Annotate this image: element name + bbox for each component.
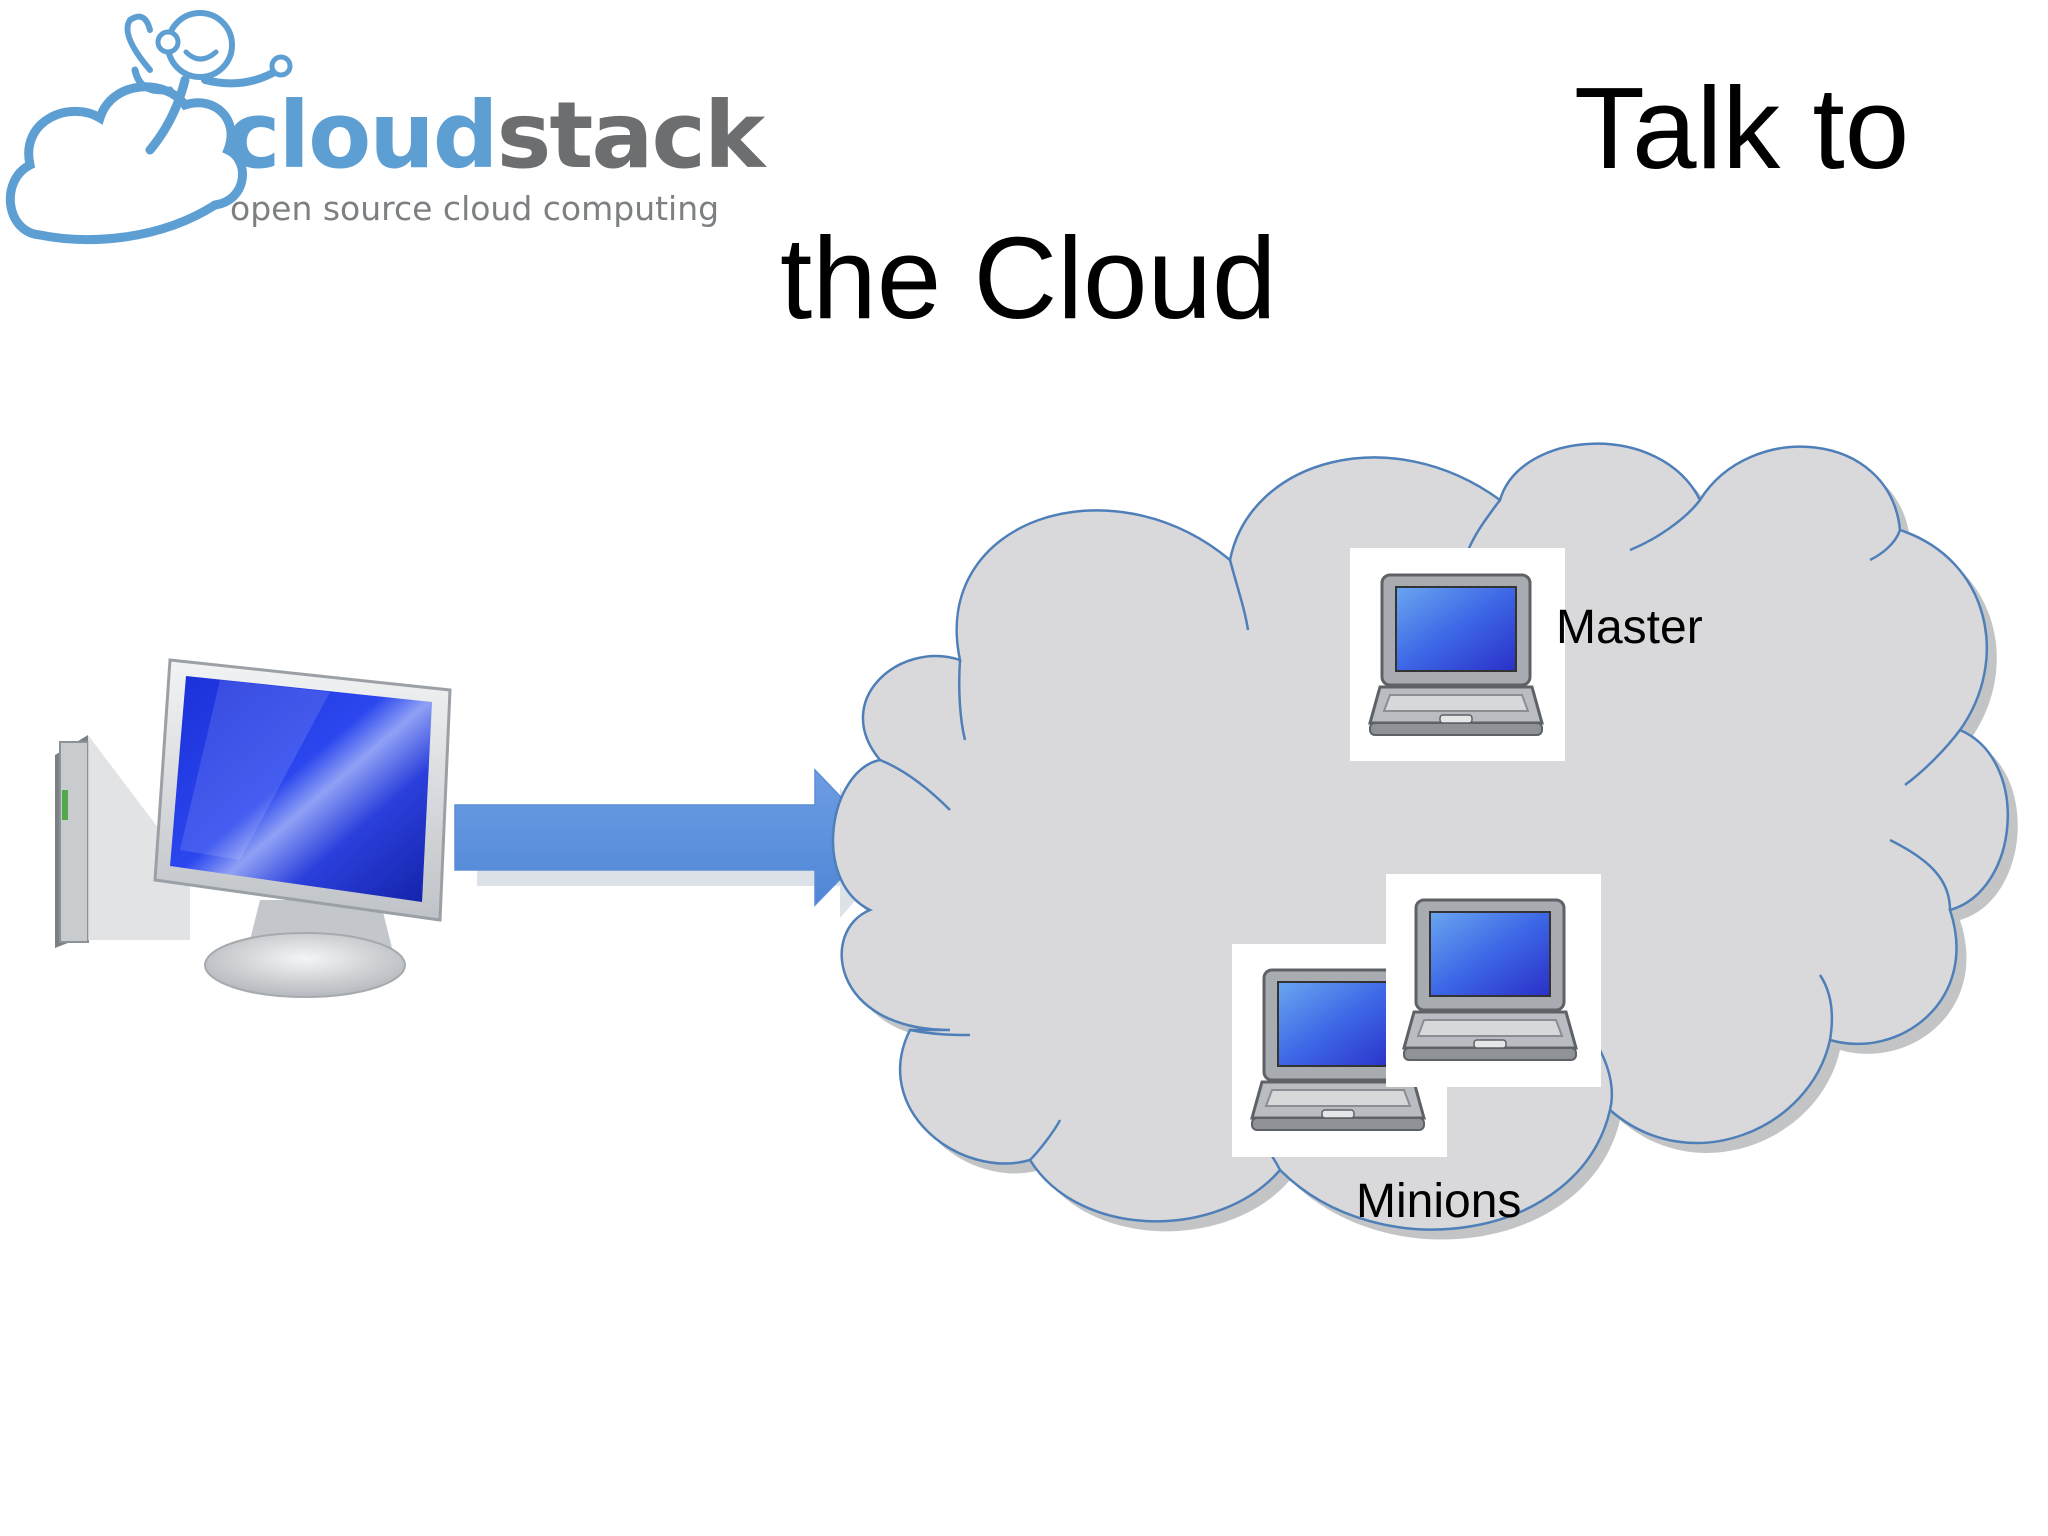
master-node — [1350, 548, 1565, 761]
master-laptop-icon — [1368, 573, 1544, 737]
logo-word-stack: stack — [496, 82, 766, 189]
right-arrow-icon — [454, 768, 897, 918]
logo-tagline: open source cloud computing — [230, 189, 720, 228]
slide-title-line-1: Talk to — [1574, 63, 1910, 193]
desktop-computer-icon — [55, 658, 452, 998]
cloudstack-logo-graphic — [5, 10, 293, 245]
minions-label: Minions — [1356, 1175, 1522, 1228]
slide-title-line-2: the Cloud — [780, 213, 1277, 343]
cloud-shape — [831, 442, 2018, 1240]
minion-laptop-icon-2 — [1402, 898, 1578, 1062]
logo-wordmark: cloudstack — [226, 90, 765, 182]
cloudstack-logo: cloudstack open source cloud computing — [0, 0, 765, 260]
logo-word-cloud: cloud — [226, 82, 499, 189]
master-label: Master — [1556, 601, 1703, 654]
minion-nodes — [1232, 874, 1601, 1157]
